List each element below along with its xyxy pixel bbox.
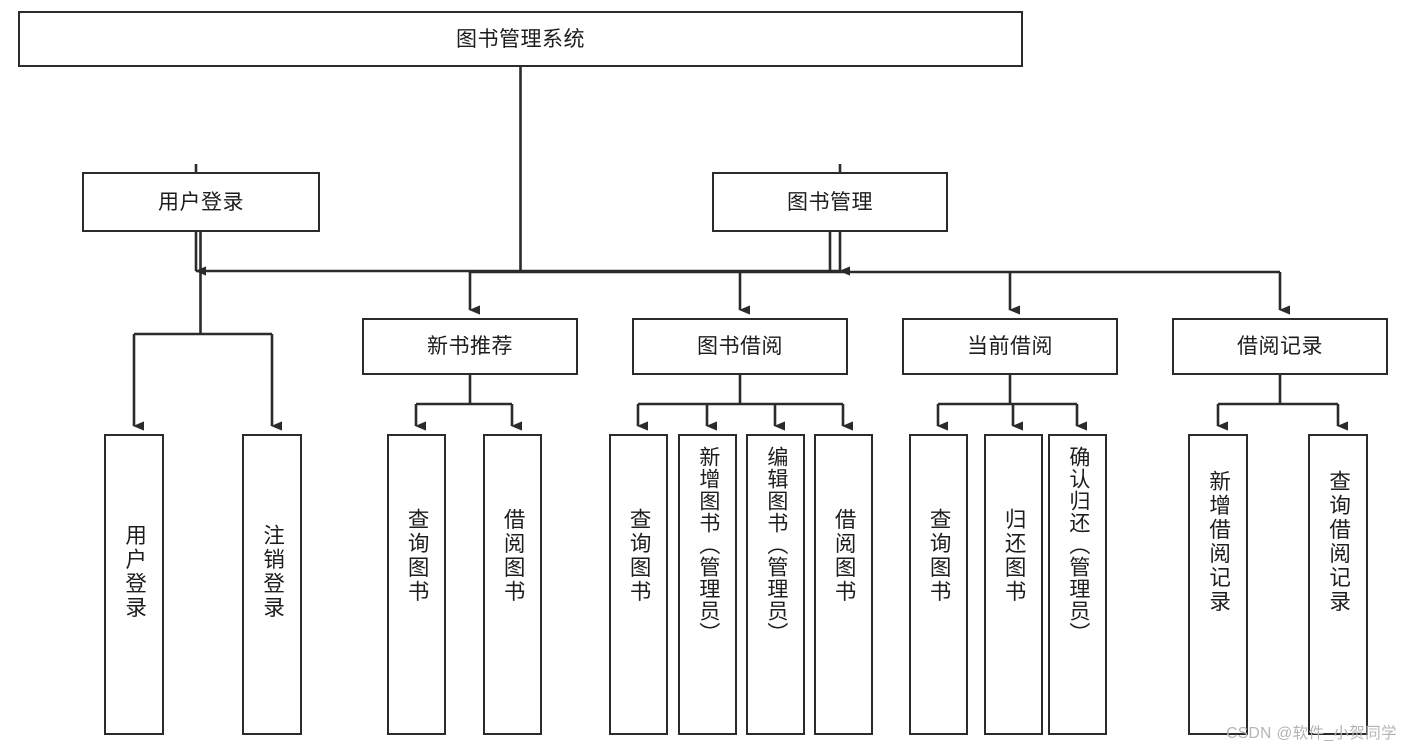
- node-root-label: 图书管理系统: [456, 27, 585, 51]
- node-leaf-borrow-book-2-label: 借阅图书: [832, 508, 857, 604]
- node-book-borrow[interactable]: 图书借阅: [632, 318, 848, 375]
- node-leaf-confirm-return-label: 确认归还（管理员）: [1066, 446, 1090, 644]
- node-borrow-record-label: 借阅记录: [1237, 335, 1323, 358]
- node-leaf-add-record[interactable]: 新增借阅记录: [1188, 434, 1248, 735]
- node-new-book-rec-label: 新书推荐: [427, 335, 513, 358]
- watermark: CSDN @软件_小贺同学: [1226, 725, 1397, 742]
- node-leaf-query-record-label: 查询借阅记录: [1326, 470, 1351, 614]
- node-leaf-user-login-label: 用户登录: [122, 524, 147, 620]
- node-leaf-return-book-label: 归还图书: [1002, 508, 1027, 604]
- node-leaf-borrow-book-1-label: 借阅图书: [501, 508, 526, 604]
- node-borrow-record[interactable]: 借阅记录: [1172, 318, 1388, 375]
- node-leaf-edit-book-label: 编辑图书（管理员）: [764, 446, 788, 644]
- node-book-manage-label: 图书管理: [787, 190, 873, 214]
- node-leaf-query-book-3-label: 查询图书: [927, 508, 952, 604]
- node-leaf-add-book[interactable]: 新增图书（管理员）: [678, 434, 737, 735]
- node-root[interactable]: 图书管理系统: [18, 11, 1023, 67]
- node-leaf-query-book-2[interactable]: 查询图书: [609, 434, 668, 735]
- node-leaf-query-book-3[interactable]: 查询图书: [909, 434, 968, 735]
- node-leaf-user-login[interactable]: 用户登录: [104, 434, 164, 735]
- node-new-book-rec[interactable]: 新书推荐: [362, 318, 578, 375]
- node-leaf-borrow-book-2[interactable]: 借阅图书: [814, 434, 873, 735]
- node-leaf-query-record[interactable]: 查询借阅记录: [1308, 434, 1368, 735]
- node-user-login[interactable]: 用户登录: [82, 172, 320, 232]
- node-current-borrow-label: 当前借阅: [967, 335, 1053, 358]
- node-user-login-label: 用户登录: [158, 190, 244, 214]
- node-leaf-add-book-label: 新增图书（管理员）: [696, 446, 720, 644]
- node-leaf-return-book[interactable]: 归还图书: [984, 434, 1043, 735]
- node-leaf-query-book-1[interactable]: 查询图书: [387, 434, 446, 735]
- node-leaf-confirm-return[interactable]: 确认归还（管理员）: [1048, 434, 1107, 735]
- node-leaf-query-book-2-label: 查询图书: [627, 508, 652, 604]
- node-book-manage[interactable]: 图书管理: [712, 172, 948, 232]
- node-leaf-user-logout[interactable]: 注销登录: [242, 434, 302, 735]
- node-leaf-edit-book[interactable]: 编辑图书（管理员）: [746, 434, 805, 735]
- node-book-borrow-label: 图书借阅: [697, 335, 783, 358]
- node-current-borrow[interactable]: 当前借阅: [902, 318, 1118, 375]
- node-leaf-borrow-book-1[interactable]: 借阅图书: [483, 434, 542, 735]
- node-leaf-user-logout-label: 注销登录: [260, 524, 285, 620]
- node-leaf-query-book-1-label: 查询图书: [405, 508, 430, 604]
- node-leaf-add-record-label: 新增借阅记录: [1206, 470, 1231, 614]
